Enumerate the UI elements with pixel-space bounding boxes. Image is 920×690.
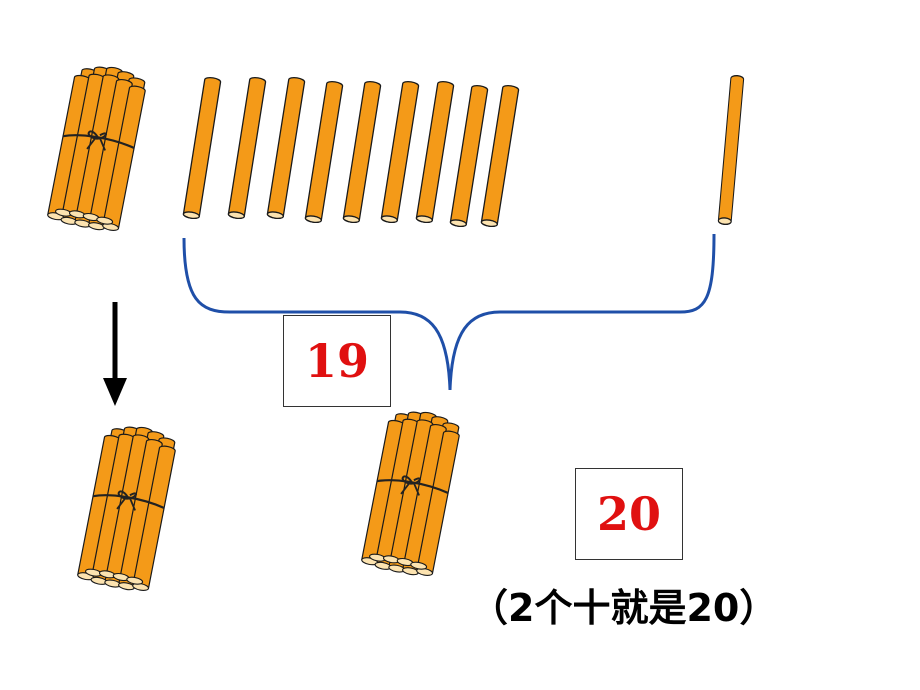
- curly-brace-icon: [182, 233, 716, 391]
- single-stick-icon: [266, 75, 306, 221]
- bundle-of-ten-icon: [359, 404, 464, 580]
- explanation-caption: （2个十就是20）: [470, 586, 778, 630]
- single-stick-icon: [304, 79, 344, 225]
- single-stick-icon: [449, 83, 489, 229]
- bundle-of-ten-icon: [45, 59, 150, 235]
- bundle-of-ten-icon: [75, 419, 180, 595]
- single-stick-icon: [380, 79, 420, 225]
- count-20-box: 20: [575, 468, 683, 560]
- count-19-label: 19: [304, 334, 369, 388]
- count-19-box: 19: [283, 315, 391, 407]
- single-stick-icon: [415, 79, 455, 225]
- single-stick-icon: [227, 75, 267, 221]
- single-stick-icon: [480, 83, 520, 229]
- single-stick-icon: [182, 75, 222, 221]
- single-stick-icon: [717, 74, 745, 226]
- down-arrow-icon: [103, 302, 127, 406]
- count-20-label: 20: [596, 487, 661, 541]
- single-stick-icon: [342, 79, 382, 225]
